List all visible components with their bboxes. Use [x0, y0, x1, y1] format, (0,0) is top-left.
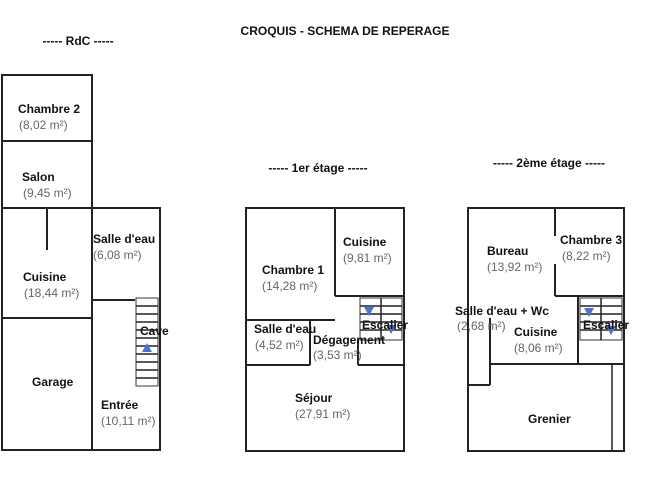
second-floor-plan: Bureau (13,92 m²) Chambre 3 (8,22 m²) Sa…: [455, 207, 629, 452]
stair-arrow-icon: [142, 343, 152, 352]
room-name: Chambre 1: [262, 263, 324, 277]
room-name: Chambre 3: [560, 233, 622, 247]
room-area: (8,06 m²): [514, 341, 563, 355]
stair-arrow-icon: [364, 307, 374, 316]
room-name: Garage: [32, 375, 74, 389]
room-area: (8,02 m²): [19, 118, 68, 132]
room-area: (3,53 m²): [313, 348, 362, 362]
stair-arrow-icon: [606, 326, 616, 335]
plan-title: CROQUIS - SCHEMA DE REPERAGE: [241, 24, 450, 38]
first-floor-label: ----- 1er étage -----: [268, 161, 367, 175]
room-name: Bureau: [487, 244, 528, 258]
room-area: (14,28 m²): [262, 279, 317, 293]
room-name: Cave: [140, 324, 169, 338]
room-name: Cuisine: [343, 235, 387, 249]
rdc-staircase: [135, 297, 159, 387]
room-area: (6,08 m²): [93, 248, 142, 262]
room-name: Séjour: [295, 391, 333, 405]
room-area: (2,68 m²): [457, 319, 506, 333]
room-name: Escalier: [362, 318, 408, 332]
first-floor-plan: Chambre 1 (14,28 m²) Cuisine (9,81 m²) S…: [245, 207, 408, 452]
second-staircase: [579, 297, 623, 341]
room-area: (18,44 m²): [24, 286, 79, 300]
rdc-plan: Chambre 2 (8,02 m²) Salon (9,45 m²) Cuis…: [1, 74, 169, 451]
room-area: (8,22 m²): [562, 249, 611, 263]
rdc-floor-label: ----- RdC -----: [42, 34, 113, 48]
room-name: Salle d'eau: [254, 322, 316, 336]
room-name: Salon: [22, 170, 55, 184]
stair-arrow-icon: [584, 308, 594, 317]
room-area: (9,81 m²): [343, 251, 392, 265]
rdc-outer-wall: [1, 74, 161, 451]
room-area: (13,92 m²): [487, 260, 542, 274]
room-name: Grenier: [528, 412, 571, 426]
room-name: Salle d'eau: [93, 232, 155, 246]
room-name: Dégagement: [313, 333, 385, 347]
first-staircase: [359, 297, 403, 341]
room-name: Entrée: [101, 398, 139, 412]
room-area: (4,52 m²): [255, 338, 304, 352]
first-outer-wall: [245, 207, 405, 452]
room-name: Chambre 2: [18, 102, 80, 116]
room-name: Escalier: [583, 318, 629, 332]
stair-arrow-icon: [386, 325, 396, 334]
room-area: (10,11 m²): [101, 414, 155, 428]
second-outer-wall: [467, 207, 625, 452]
room-name: Cuisine: [514, 325, 558, 339]
room-name: Salle d'eau + Wc: [455, 304, 549, 318]
second-floor-label: ----- 2ème étage -----: [493, 156, 605, 170]
room-name: Cuisine: [23, 270, 67, 284]
room-area: (9,45 m²): [23, 186, 72, 200]
room-area: (27,91 m²): [295, 407, 350, 421]
